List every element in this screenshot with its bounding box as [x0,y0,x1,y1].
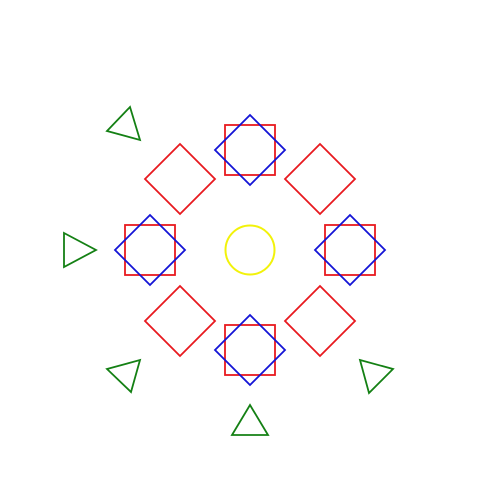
square-bottom [224,324,276,376]
diamond-left [113,213,187,287]
diamond-right [313,213,387,287]
pair-top [213,113,287,187]
diamond-top [213,113,287,187]
triangle-lower-right [358,358,395,395]
diamond-bottom-left [143,284,217,358]
square-right [324,224,376,276]
square-top [224,124,276,176]
center-circle [224,224,276,276]
triangle-lower-left [105,358,142,394]
diamond-bottom-right [283,284,357,358]
triangle-left [63,231,98,269]
diamond-top-left [143,142,217,216]
square-left [124,224,176,276]
pair-bottom [213,313,287,387]
pair-left [113,213,187,287]
diamond-bottom [213,313,287,387]
pair-right [313,213,387,287]
triangle-bottom [230,403,270,436]
diamond-top-right [283,142,357,216]
triangle-upper-left [105,105,142,142]
